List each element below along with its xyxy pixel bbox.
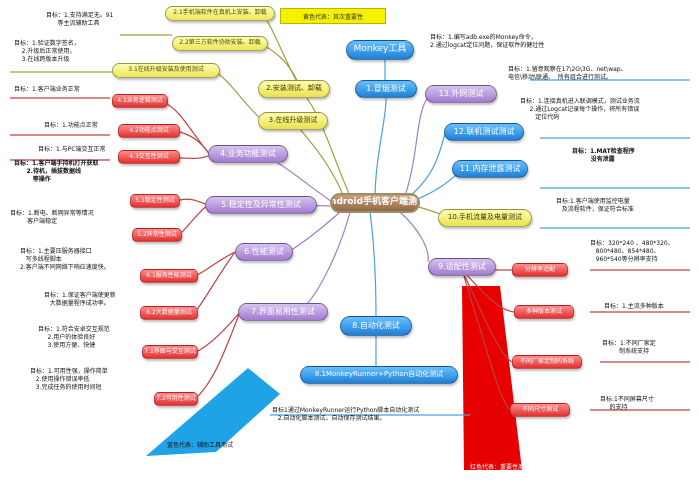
sub-6-2-big-data[interactable]: 6.2大数据量测试 [140, 306, 198, 320]
note-8-1: 目标1通过MonkeyRunner运行Python脚本自动化测试 2.自动化脚本… [272, 407, 420, 423]
sub-2-1-device-install[interactable]: 2.1手机端软件在真机上安装、卸载 [165, 6, 275, 21]
note-10: 目标:1.客户端使用监控电量 及流程软件，保证符合标准 [556, 198, 634, 214]
sub-7-1-ui-interaction[interactable]: 7.1界面与交互测试 [142, 345, 198, 359]
sub-9-2-multi-version[interactable]: 多种版本测试 [514, 305, 574, 319]
note-11: 目标：1.MAT检查程序 没有泄露 [572, 148, 635, 164]
branch-12-online-joint-test[interactable]: 12.联机测试测试 [444, 123, 524, 141]
sub-4-2-function-point[interactable]: 4.2功能点测试 [118, 124, 180, 138]
note-4-4: 目标：1.客户端手持机打开获取 2.待机，插拔数据线 等操作 [14, 160, 99, 184]
note-5-2: 目标：1.断电、断网异常等情况 客户端稳定 [10, 210, 94, 226]
note-9-4: 目标:1不同屏幕尺寸 的支持 [600, 396, 654, 412]
branch-7-ui-usability[interactable]: 7.界面易用性测试 [238, 303, 328, 321]
legend-yellow: 黄色代表：其次重要性 [280, 8, 386, 24]
branch-5-stability-exception[interactable]: 5.稳定性及异常性测试 [205, 196, 317, 214]
sub-9-3-vendor-system[interactable]: 不同厂家定制的系统 [512, 355, 582, 369]
note-9-1: 目标：320*240 、480*320、 800*480、854*480、 96… [590, 240, 674, 264]
note-7-2: 目标：1.可用性强，操作简单 2.使用操作错误率低 3.完成任务的使用时间短 [30, 368, 108, 392]
note-6-1: 目标：1.主要压服务器接口 写多线程脚本 2.客户端不同网络下响应速度快。 [20, 248, 110, 272]
note-monkey: 目标：1.编写adb.exe的Monkey命令， 2.通过logcat定位问题，… [430, 34, 545, 50]
note-3-1: 目标：1.验证数字签名， 2.升级后正常使用， 3.在线跨版本升级 [14, 40, 80, 64]
branch-6-performance[interactable]: 6.性能测试 [235, 243, 293, 261]
sub-7-2-usability[interactable]: 7.2可用性测试 [154, 392, 198, 406]
sub-2-2-third-party-install[interactable]: 2.2第三方软件协助安装、卸载 [172, 36, 268, 51]
blue-legend-banner [146, 368, 280, 456]
branch-10-traffic-battery[interactable]: 10.手机流量及电量测试 [438, 209, 532, 227]
sub-5-2-exception[interactable]: 5.2异常性测试 [132, 228, 182, 242]
note-9-2: 目标：1.主流多种版本 [604, 303, 664, 310]
note-6-2: 目标：1.保证客户端使更新 大数据量程序成功率。 [44, 292, 116, 308]
monkey-tool-node[interactable]: Monkey工具 [346, 40, 414, 60]
sub-5-1-stability[interactable]: 5.1稳定性测试 [130, 194, 180, 208]
note-2-1: 目标：1.支持满足无。91 等主流辅助工具 [46, 12, 114, 28]
sub-9-1-resolution[interactable]: 分辨率适配 [512, 263, 568, 277]
note-12: 目标：1.连接真机进入联调模式，测试业务流 2.通过Logcat记录每个操作，将… [520, 98, 640, 122]
legend-red: 红色代表：重要性测试 [469, 463, 530, 471]
branch-1-smoke-test[interactable]: 1.冒烟测试 [355, 80, 417, 98]
sub-8-1-monkeyrunner-python[interactable]: 8.1MonkeyRunner+Python自动化测试 [300, 366, 458, 384]
sub-9-4-screen-size[interactable]: 不同尺寸测试 [510, 403, 570, 417]
branch-4-business-function[interactable]: 4.业务功能测试 [208, 145, 288, 163]
note-7-1: 目标：1.符合安卓交互规范 2.用户的体验良好 3.使用方便、快捷 [38, 326, 110, 350]
branch-9-adaptation[interactable]: 9.适配性测试 [428, 258, 496, 276]
note-4-1: 目标：1.客户端业务正常 [14, 86, 80, 93]
sub-6-1-service-performance[interactable]: 6.1服务性能测试 [140, 269, 198, 283]
red-legend-banner [462, 286, 522, 470]
branch-2-install-uninstall[interactable]: 2.安装测试、卸载 [258, 80, 330, 98]
legend-blue: 蓝色代表：辅助工具测试 [166, 441, 233, 449]
branch-11-memory-leak[interactable]: 11.内存泄露测试 [452, 160, 528, 178]
branch-3-online-upgrade[interactable]: 3.在线升级测试 [258, 112, 328, 130]
sub-4-3-interaction[interactable]: 4.3交互性测试 [118, 150, 180, 164]
branch-8-automation[interactable]: 8.自动化测试 [340, 316, 412, 336]
note-9-3: 目标：1.不同厂家定 制系统支持 [602, 340, 656, 356]
note-13: 目标：1.留意观察在17\2G\3G、net\wap、 电信\移动\联通、 所有… [508, 66, 627, 82]
note-4-2: 目标：1.功能点正常 [44, 122, 98, 129]
sub-3-1-online-upgrade-use[interactable]: 3.1在线升级安装及使用测试 [112, 63, 220, 78]
sub-4-1-business-logic[interactable]: 4.1业务逻辑测试 [112, 94, 168, 108]
center-node[interactable]: android手机客户端测试 [330, 193, 420, 213]
note-4-3: 目标：1.与PC端交互正常 [38, 146, 106, 153]
branch-13-external-network[interactable]: 13.外网测试 [425, 85, 497, 103]
